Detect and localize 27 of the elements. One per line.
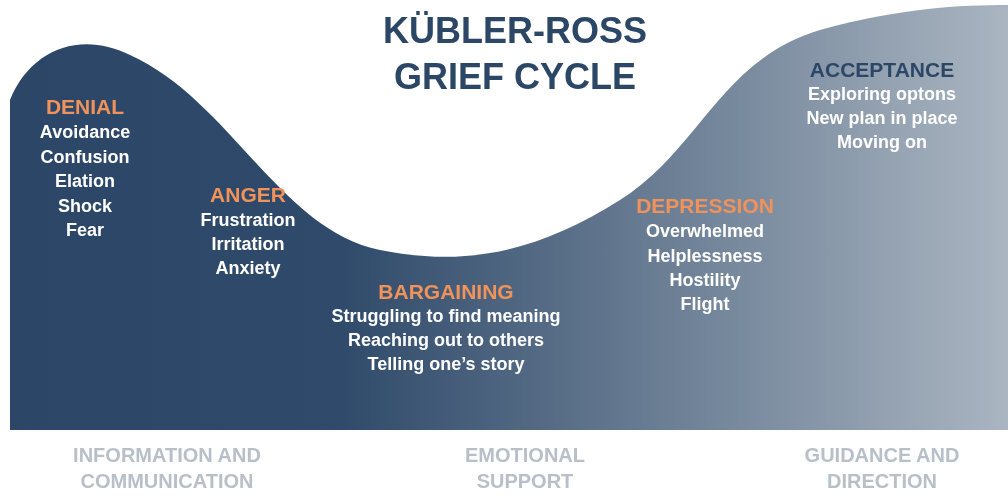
stage-heading: DEPRESSION — [636, 194, 774, 218]
stage-item: Moving on — [837, 131, 927, 153]
stage-item: Avoidance — [39, 121, 131, 143]
stage-item: Shock — [58, 195, 112, 217]
stage-item: Struggling to find meaning — [331, 305, 561, 327]
stage-item: Overwhelmed — [646, 220, 764, 242]
stage-item: Hostility — [669, 269, 741, 291]
stage-item: New plan in place — [806, 107, 958, 129]
stage-item: Reaching out to others — [348, 329, 544, 351]
stage-heading: ANGER — [210, 183, 286, 207]
stage-item: Irritation — [211, 233, 285, 255]
stage-heading: DENIAL — [45, 95, 125, 119]
stage-item: Anxiety — [215, 257, 281, 279]
stage-item: Fear — [66, 219, 104, 241]
stage-item: Confusion — [40, 146, 130, 168]
title: KÜBLER-ROSS GRIEF CYCLE — [382, 9, 648, 99]
stage-item: Frustration — [200, 209, 296, 231]
stage-item: Telling one’s story — [367, 353, 525, 375]
support-label: GUIDANCE AND DIRECTION — [803, 443, 961, 494]
support-label: INFORMATION AND COMMUNICATION — [72, 443, 262, 494]
stage-item: Exploring optons — [808, 83, 956, 105]
stage-item: Helplessness — [647, 245, 763, 267]
stage-heading: ACCEPTANCE — [809, 58, 955, 82]
stage-item: Elation — [55, 170, 115, 192]
stage-item: Flight — [680, 293, 730, 315]
stage-heading: BARGAINING — [378, 280, 514, 304]
support-label: EMOTIONAL SUPPORT — [464, 443, 586, 494]
